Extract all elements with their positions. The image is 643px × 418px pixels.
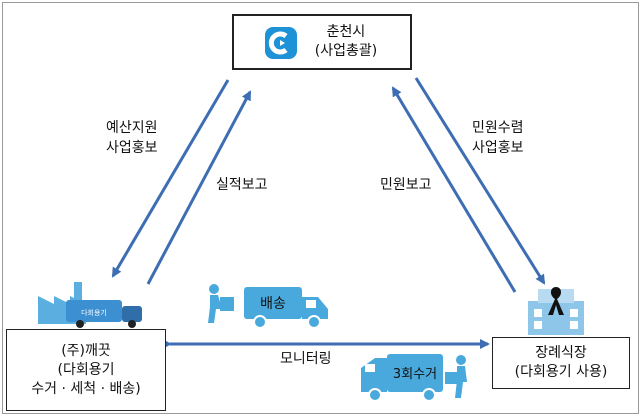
funeral-hall-icon xyxy=(528,287,584,335)
node-top-line2: (사업총괄) xyxy=(314,43,378,59)
label-complaint-collect: 민원수렴 사업홍보 xyxy=(472,118,524,158)
label-budget-line1: 예산지원 xyxy=(106,120,158,136)
node-top-line1: 춘천시 xyxy=(326,24,366,40)
arrow-performance xyxy=(146,90,252,285)
diagram-frame xyxy=(2,2,639,414)
factory-truck-icon: 다회용기 xyxy=(38,282,142,328)
label-performance: 실적보고 xyxy=(216,177,268,193)
delivery-truck-icon: 배송 xyxy=(208,284,328,329)
node-funeral-hall: 장례식장 (다회용기 사용) xyxy=(492,337,630,389)
factory-truck-text: 다회용기 xyxy=(81,308,107,317)
arrow-budget xyxy=(111,79,230,278)
label-budget: 예산지원 사업홍보 xyxy=(106,118,158,158)
label-monitoring: 모니터링 xyxy=(280,351,332,367)
label-complaint-collect-line1: 민원수렴 xyxy=(472,120,524,136)
node-company: (주)깨끗 (다회용기 수거 · 세척 · 배송) xyxy=(6,329,166,411)
collection-truck-icon: 3회수거 xyxy=(361,354,467,402)
label-complaint-report: 민원보고 xyxy=(380,177,432,193)
label-budget-line2: 사업홍보 xyxy=(106,140,158,156)
label-complaint-collect-line2: 사업홍보 xyxy=(472,140,524,156)
node-right-line1: 장례식장 xyxy=(535,345,587,361)
delivery-truck-label: 배송 xyxy=(260,296,286,312)
node-left-line3: 수거 · 세척 · 배송) xyxy=(31,380,141,397)
node-left-line1: (주)깨끗 xyxy=(61,342,111,359)
arrow-complaint-report xyxy=(391,86,517,293)
chuncheon-logo-icon xyxy=(265,27,297,59)
arrow-complaint-collect xyxy=(414,77,546,285)
node-right-line2: (다회용기 사용) xyxy=(514,364,608,380)
node-chuncheon: 춘천시 (사업총괄) xyxy=(232,14,412,70)
collection-truck-label: 3회수거 xyxy=(393,367,437,382)
node-left-line2: (다회용기 xyxy=(57,361,115,378)
